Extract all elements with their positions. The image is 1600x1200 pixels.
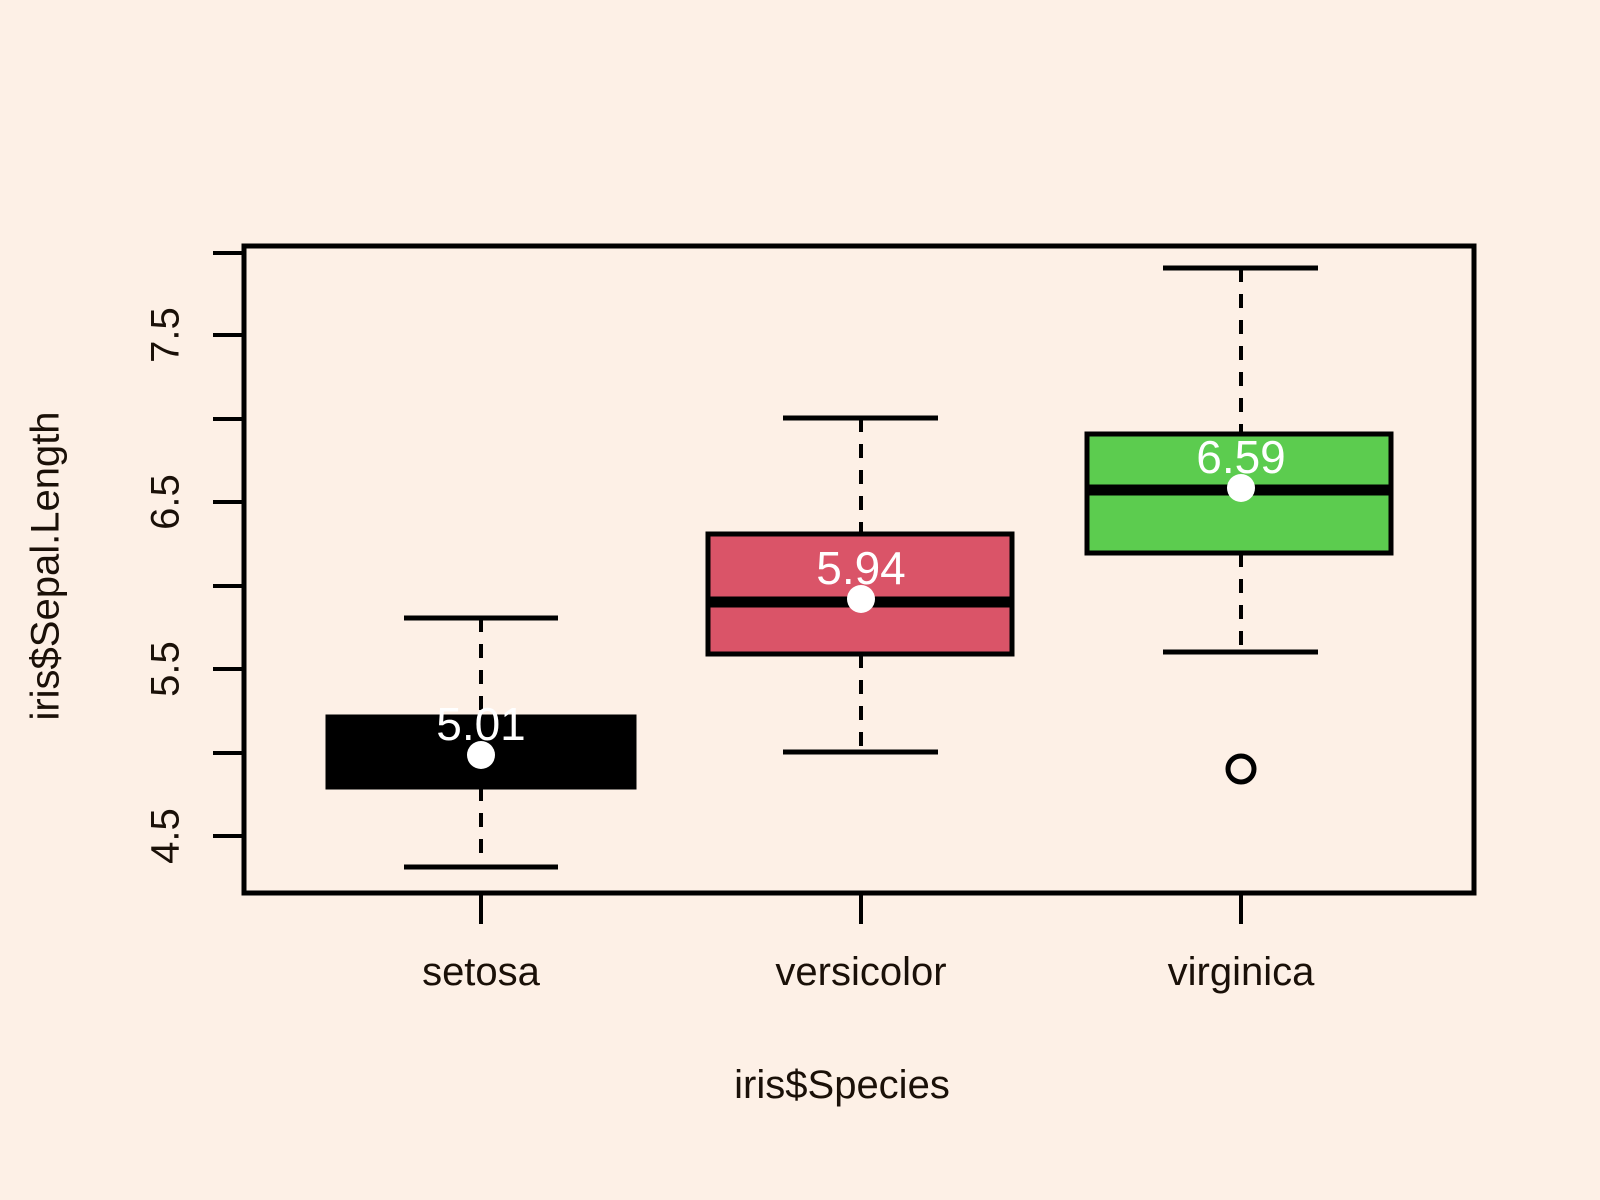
y-tick-label-4.5: 4.5 bbox=[144, 808, 188, 864]
x-axis-title: iris$Species bbox=[734, 1063, 950, 1107]
box-group-versicolor[interactable]: 5.94 bbox=[705, 415, 1015, 755]
outlier-point-virginica[interactable] bbox=[1225, 753, 1257, 785]
y-axis-tick-labels: 7.5 6.5 5.5 4.5 bbox=[144, 307, 188, 864]
y-axis-title: iris$Sepal.Length bbox=[24, 411, 68, 720]
box-group-virginica[interactable]: 6.59 bbox=[1084, 265, 1394, 785]
mean-point-setosa bbox=[467, 741, 495, 769]
box-group-setosa[interactable]: 5.01 bbox=[325, 615, 637, 870]
x-axis-tick-labels: setosa versicolor virginica bbox=[422, 950, 1315, 994]
x-tick-label-setosa: setosa bbox=[422, 950, 541, 994]
y-tick-label-7.5: 7.5 bbox=[144, 307, 188, 363]
x-axis-ticks bbox=[479, 893, 1243, 924]
y-axis-ticks bbox=[213, 251, 244, 838]
y-tick-label-6.5: 6.5 bbox=[144, 474, 188, 530]
x-tick-label-virginica: virginica bbox=[1168, 950, 1315, 994]
y-tick-label-5.5: 5.5 bbox=[144, 641, 188, 697]
x-tick-label-versicolor: versicolor bbox=[775, 950, 946, 994]
mean-point-versicolor bbox=[847, 585, 875, 613]
mean-point-virginica bbox=[1227, 474, 1255, 502]
